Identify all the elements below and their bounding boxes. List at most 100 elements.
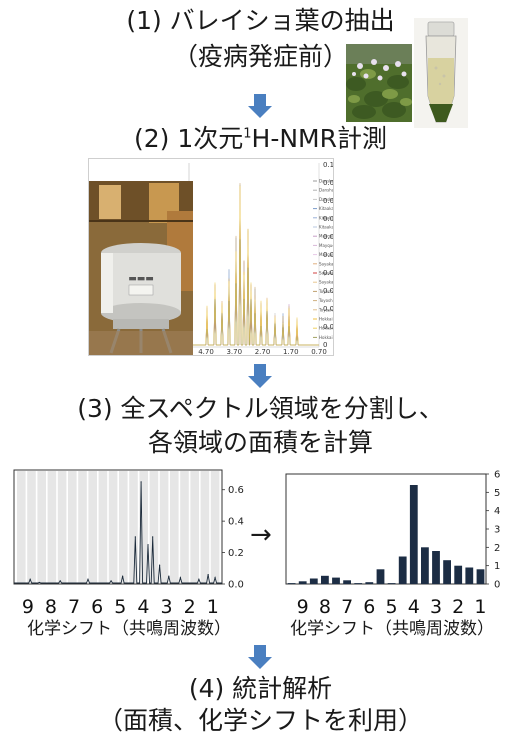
- spectrum-bin: [170, 471, 179, 583]
- spectrum-peak: [207, 573, 209, 576]
- nmr-y-tick: 0.1: [323, 161, 333, 169]
- area-bar: [432, 551, 440, 584]
- step2-suffix: H-NMR計測: [251, 124, 387, 153]
- nmr-x-tick: 4.70: [198, 348, 214, 355]
- nmr-x-tick: 2.70: [255, 348, 271, 355]
- spectrum-peak: [152, 536, 154, 538]
- left-x-tick-label: 9: [22, 596, 34, 618]
- svg-text:▬▬▬: ▬▬▬: [128, 274, 154, 284]
- nmr-legend-entry: Danshaku_2: [319, 188, 333, 193]
- area-bar: [409, 485, 418, 584]
- spectrum-peak: [140, 481, 142, 483]
- right-y-tick-label: 6: [494, 470, 500, 481]
- spectrum-bin: [149, 471, 159, 583]
- area-bar: [387, 583, 396, 584]
- nmr-legend-entry: Kitaakari_1: [319, 206, 333, 211]
- spectrum-peak: [179, 577, 181, 579]
- nmr-legend-entry: Toyoshiro_3: [318, 307, 333, 312]
- right-x-tick-label: 7: [341, 596, 353, 618]
- nmr-legend-entry: Hokkaikogane_3: [319, 335, 333, 340]
- left-y-tick-label: 0.6: [228, 485, 244, 496]
- nmr-legend-entry: Toyoshiro_1: [318, 289, 333, 294]
- spectrum-bin: [119, 471, 128, 583]
- spectrum-bin: [108, 471, 118, 583]
- left-x-tick-label: 1: [207, 596, 219, 618]
- right-y-tick-label: 2: [494, 543, 500, 554]
- step2-title: (2) 1次元1H-NMR計測: [0, 124, 521, 154]
- spectrum-bin: [159, 471, 169, 583]
- nmr-legend-entry: Kitaakari_2: [319, 215, 333, 220]
- spectrum-peak: [29, 578, 31, 580]
- nmr-spectrometer-photo: ▬▬▬: [89, 181, 193, 355]
- right-x-tick-label: 1: [474, 596, 486, 618]
- spectrum-peak: [59, 580, 61, 582]
- area-bar: [365, 582, 374, 584]
- spectrum-peak: [134, 536, 136, 538]
- spectrum-bin: [210, 471, 220, 583]
- spectrum-bins: [17, 471, 220, 583]
- nmr-x-tick: 3.70: [226, 348, 242, 355]
- left-x-tick-label: 2: [184, 596, 196, 618]
- spectrum-bin: [98, 471, 108, 583]
- nmr-legend-entry: Danshaku_3: [319, 197, 333, 202]
- right-x-tick-label: 3: [430, 596, 442, 618]
- nmr-y-tick: 0.05: [323, 251, 333, 259]
- area-bar: [309, 578, 318, 584]
- spectrum-bin: [129, 471, 138, 583]
- spectrum-peak: [198, 578, 200, 580]
- nmr-legend-entry: Sayaka_2: [319, 271, 333, 276]
- area-bar: [354, 583, 363, 584]
- left-chart-y-axis: 0.60.40.20.0: [222, 485, 244, 591]
- extract-tube-photo: [414, 18, 468, 128]
- nmr-y-tick: 0: [323, 341, 327, 349]
- spectrum-peak: [214, 577, 216, 579]
- nmr-legend-entry: Mayqueen_1: [319, 234, 333, 239]
- spectrum-line: [14, 481, 222, 584]
- nmr-spectrum-panel: 0.10.090.080.070.060.050.040.030.020.010…: [85, 158, 352, 356]
- nmr-legend-entry: Sayaka_3: [319, 280, 333, 285]
- right-x-tick-label: 6: [363, 596, 375, 618]
- area-bar: [398, 556, 407, 584]
- spectrum-bin: [200, 471, 210, 583]
- spectrum-peak: [168, 575, 170, 577]
- step4-subtitle: （面積、化学シフトを利用）: [97, 706, 423, 735]
- step2-prefix: (2) 1次元: [133, 124, 244, 153]
- left-x-tick-label: 6: [91, 596, 103, 618]
- step1-subtitle: （疫病発症前）: [172, 42, 348, 71]
- right-chart-x-label: 化学シフト（共鳴周波数）: [290, 619, 494, 639]
- area-bar: [465, 567, 474, 584]
- spectrum-peak: [147, 544, 149, 546]
- step4-title: (4) 統計解析: [188, 674, 333, 703]
- right-x-tick-label: 2: [452, 596, 464, 618]
- step3-title: (3) 全スペクトル領域を分割し、: [77, 394, 444, 423]
- nmr-y-tick: 0.04: [323, 269, 333, 277]
- area-bar: [476, 569, 485, 584]
- nmr-spectrum-trace: [189, 183, 319, 346]
- spectrum-bin: [57, 471, 67, 583]
- nmr-spectrum-trace: [189, 190, 319, 346]
- spectrum-bin: [17, 471, 26, 583]
- area-bar: [421, 547, 429, 584]
- left-x-tick-label: 4: [137, 596, 149, 618]
- transform-arrow: →: [250, 520, 272, 550]
- area-bar: [454, 565, 463, 584]
- nmr-legend-entry: Danshaku_1: [319, 179, 333, 184]
- left-y-tick-label: 0.4: [228, 517, 244, 528]
- nmr-right-axis: 0.10.090.080.070.060.050.040.030.020.010: [323, 161, 339, 349]
- nmr-spectrum-trace: [189, 185, 319, 346]
- nmr-y-tick: 0.09: [323, 179, 333, 187]
- nmr-spectrum-trace: [189, 239, 319, 346]
- potato-plant-photo: [346, 44, 412, 122]
- flow-arrow-2: [248, 364, 272, 388]
- left-x-tick-label: 7: [68, 596, 80, 618]
- right-y-tick-label: 4: [494, 506, 500, 517]
- nmr-y-tick: 0.01: [323, 323, 333, 331]
- right-y-tick-label: 1: [494, 561, 500, 572]
- spectrum-bin: [78, 471, 87, 583]
- nmr-x-tick: 0.70: [311, 348, 327, 355]
- nmr-spectrum-lines: [189, 183, 319, 346]
- left-x-tick-label: 8: [45, 596, 57, 618]
- left-x-tick-label: 3: [160, 596, 172, 618]
